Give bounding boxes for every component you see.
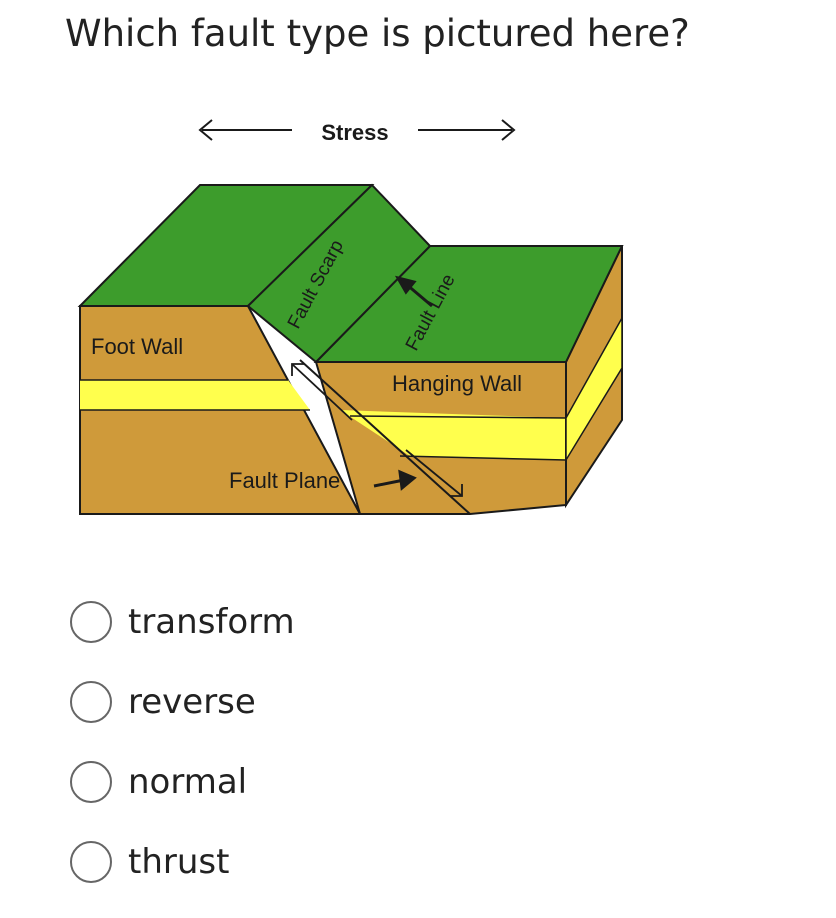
fault-scarp-face [246,183,432,364]
hanging-wall-label-box: Hanging Wall [388,366,562,398]
radio-button[interactable] [70,601,112,643]
option-label[interactable]: normal [128,762,248,802]
option-thrust[interactable]: thrust [70,822,295,902]
answer-options: transform reverse normal thrust [70,582,295,902]
option-transform[interactable]: transform [70,582,295,662]
option-label[interactable]: transform [128,602,295,642]
radio-button[interactable] [70,841,112,883]
option-normal[interactable]: normal [70,742,295,822]
radio-button[interactable] [70,761,112,803]
option-reverse[interactable]: reverse [70,662,295,742]
slip-arrows [291,363,463,497]
hanging-wall-side-yellow [565,315,623,463]
fault-plane-arrow [373,469,417,491]
hanging-wall-label: Hanging Wall [392,371,522,396]
fault-line-arrow [394,275,433,308]
hanging-wall-yellow-layer [340,410,566,460]
stress-label: Stress [321,120,388,145]
fault-plane-label: Fault Plane [229,468,340,493]
stress-arrows [198,119,516,141]
fault-plane-line [299,359,471,515]
fault-diagram: Stress Fault Scarp Fault Line Foot Wall [77,119,624,515]
foot-wall-yellow-layer [80,380,310,410]
question-text: Which fault type is pictured here? [65,12,690,55]
foot-wall-label: Foot Wall [91,334,183,359]
radio-button[interactable] [70,681,112,723]
option-label[interactable]: reverse [128,682,256,722]
option-label[interactable]: thrust [128,842,230,882]
